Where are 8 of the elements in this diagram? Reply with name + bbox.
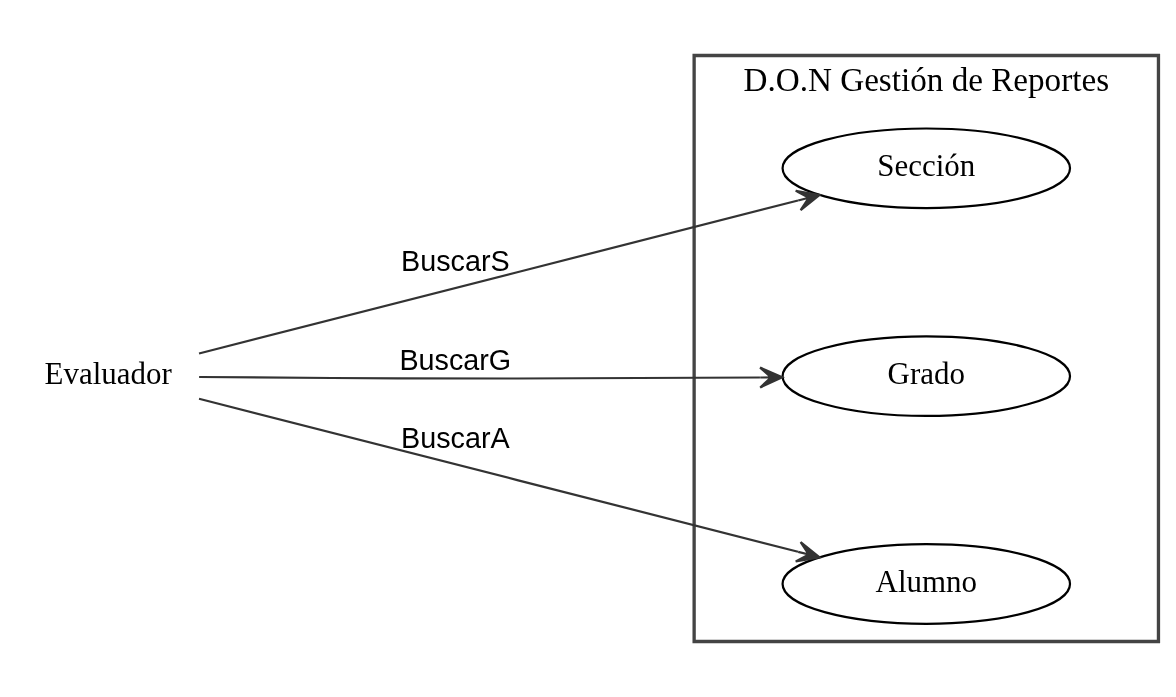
arrow (199, 366, 784, 389)
node-text: Evaluador (44, 356, 172, 392)
arrow (198, 397, 821, 563)
edge-label: BuscarS (401, 244, 510, 277)
edge-label: BuscarA (401, 421, 510, 454)
edge-label: BuscarG (399, 344, 512, 377)
node-ellipse: Grado (781, 335, 1072, 418)
arrow (198, 189, 821, 355)
